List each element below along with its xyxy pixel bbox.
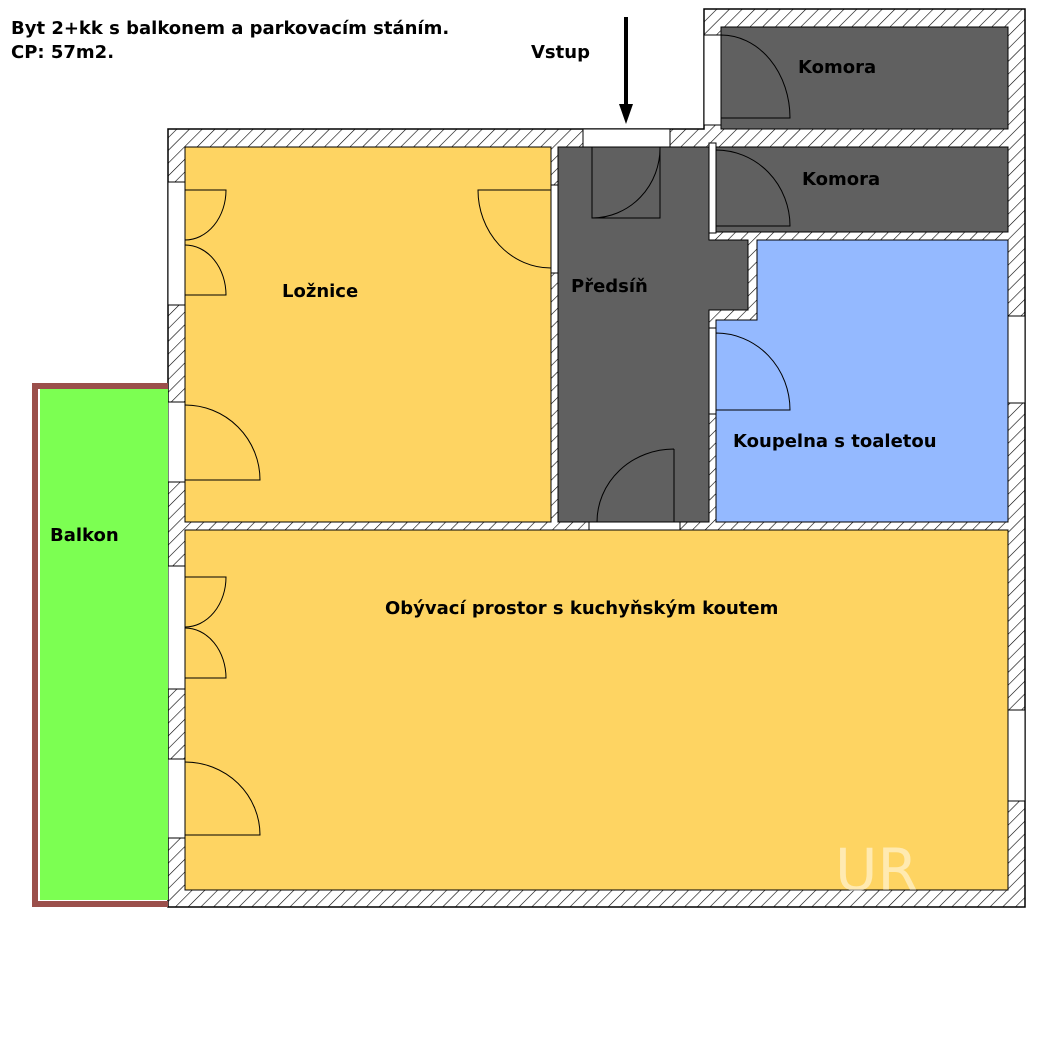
plan-title: Byt 2+kk s balkonem a parkovacím stáním.	[11, 18, 450, 39]
label-balcony: Balkon	[50, 525, 119, 546]
room-hallway	[557, 146, 749, 523]
watermark-logo: UR	[835, 836, 918, 904]
room-storage-1	[720, 26, 1009, 130]
room-balcony	[40, 388, 168, 900]
entrance-opening	[582, 128, 671, 148]
label-storage-1: Komora	[798, 57, 876, 78]
balcony-railing	[32, 383, 168, 907]
label-bedroom: Ložnice	[282, 281, 358, 302]
label-living: Obývací prostor s kuchyňským koutem	[385, 598, 778, 619]
entrance-arrow-icon	[619, 17, 633, 124]
entrance-label: Vstup	[531, 42, 590, 63]
plan-area: CP: 57m2.	[11, 42, 115, 63]
room-bedroom	[184, 146, 552, 523]
door-swings	[184, 34, 791, 836]
label-hallway: Předsíň	[571, 276, 648, 297]
label-storage-2: Komora	[802, 169, 880, 190]
room-bathroom	[715, 239, 1009, 523]
room-living	[184, 529, 1009, 891]
label-bathroom: Koupelna s toaletou	[733, 431, 937, 452]
room-storage-2	[715, 146, 1009, 233]
